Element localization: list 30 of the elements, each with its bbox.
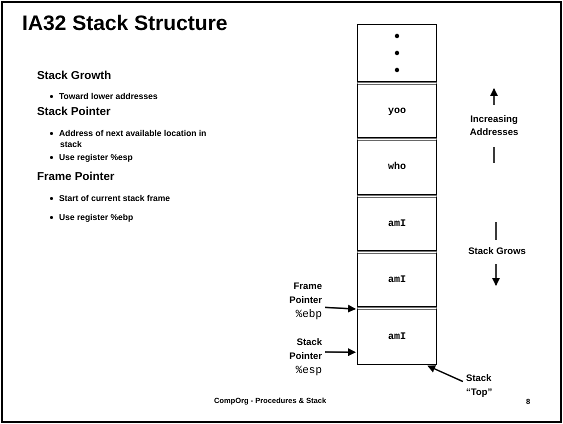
cell-value: who — [388, 162, 406, 173]
bullet-item: Start of current stack frame — [50, 193, 280, 204]
cell-value: yoo — [388, 106, 406, 116]
bullet-item: Toward lower addresses — [50, 91, 280, 102]
stack-cell — [357, 251, 437, 307]
direction-label: Stack Grows — [467, 245, 527, 258]
arrow — [427, 365, 464, 382]
section-heading: Stack Pointer — [37, 106, 112, 118]
cell-value: amI — [388, 274, 406, 286]
section-heading: Stack Growth — [37, 70, 112, 82]
pointer-label: Frame Pointer — [288, 280, 322, 308]
bullet-item: Address of next available location in stack — [50, 128, 220, 150]
stack-cell — [357, 307, 437, 365]
direction-label: Increasing Addresses — [468, 113, 520, 139]
register-name: %esp — [294, 364, 322, 378]
stack-cell — [357, 24, 437, 82]
arrow — [325, 348, 356, 356]
pointer-label: Stack “Top” — [466, 372, 494, 400]
register-name: %ebp — [294, 308, 322, 322]
cell-value: amI — [388, 218, 406, 230]
cell-value: amI — [388, 332, 406, 342]
bullet-item: Use register %esp — [50, 152, 280, 163]
section-heading: Frame Pointer — [37, 171, 116, 183]
arrow — [324, 304, 356, 313]
pointer-label: Stack Pointer — [288, 336, 322, 364]
stack-cell — [357, 82, 437, 138]
stack-cell — [357, 138, 437, 195]
stack-cell — [357, 195, 437, 251]
bullet-item: Use register %ebp — [50, 212, 280, 223]
slide-title: IA32 Stack Structure — [22, 12, 228, 36]
